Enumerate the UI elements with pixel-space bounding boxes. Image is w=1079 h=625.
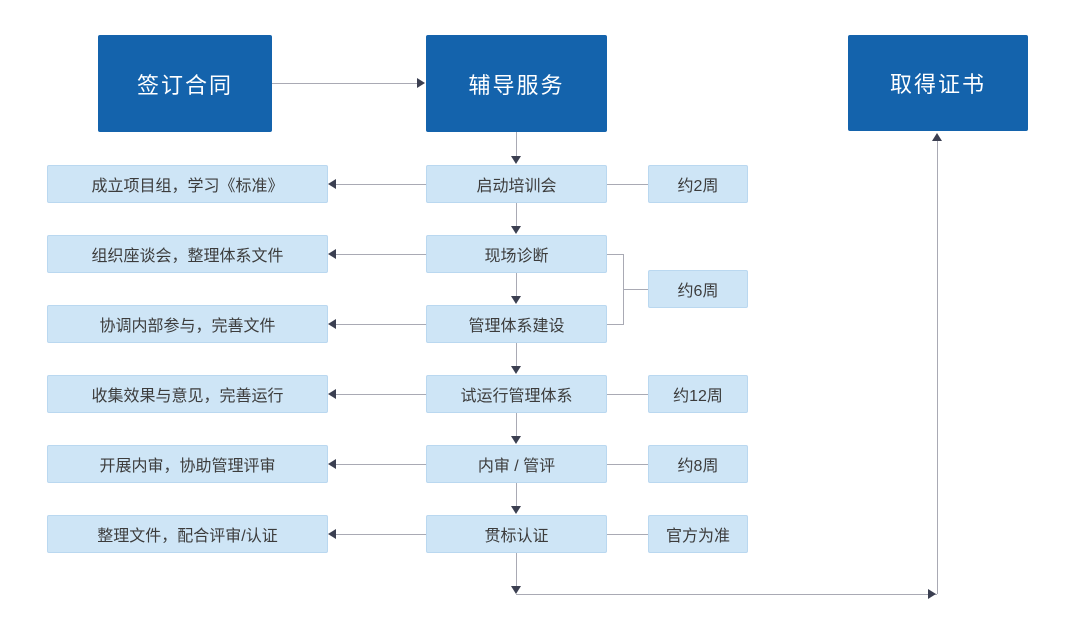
connector-step4-duration3 (607, 394, 648, 395)
arrowhead-left-icon (328, 179, 336, 189)
node-obtain-certificate: 取得证书 (848, 35, 1028, 131)
connector-step4-step5 (516, 413, 517, 437)
connector-bracket-duration2 (623, 289, 648, 290)
connector-step5-duration4 (607, 464, 648, 465)
step-box-1: 启动培训会 (426, 165, 607, 203)
connector-step2-bracket (607, 254, 623, 255)
task-box-4: 收集效果与意见，完善运行 (47, 375, 328, 413)
connector-step1-task1 (336, 184, 426, 185)
node-sign-contract: 签订合同 (98, 35, 272, 132)
arrowhead-down-icon (511, 436, 521, 444)
connector-up-to-certificate (937, 140, 938, 594)
arrowhead-down-icon (511, 156, 521, 164)
task-box-2: 组织座谈会，整理体系文件 (47, 235, 328, 273)
connector-step6-task6 (336, 534, 426, 535)
connector-step6-duration5 (607, 534, 648, 535)
task-box-6: 整理文件，配合评审/认证 (47, 515, 328, 553)
duration-box-3: 约12周 (648, 375, 748, 413)
connector-step3-bracket (607, 324, 623, 325)
arrowhead-left-icon (328, 459, 336, 469)
arrowhead-left-icon (328, 389, 336, 399)
step-box-4: 试运行管理体系 (426, 375, 607, 413)
connector-step5-step6 (516, 483, 517, 507)
connector-step4-task4 (336, 394, 426, 395)
arrowhead-down-icon (511, 586, 521, 594)
duration-box-2: 约6周 (648, 270, 748, 308)
connector-sign-to-coach (272, 83, 417, 84)
arrowhead-left-icon (328, 319, 336, 329)
arrowhead-left-icon (328, 249, 336, 259)
duration-box-4: 约8周 (648, 445, 748, 483)
step-box-3: 管理体系建设 (426, 305, 607, 343)
connector-step3-step4 (516, 343, 517, 367)
arrowhead-left-icon (328, 529, 336, 539)
arrowhead-down-icon (511, 506, 521, 514)
duration-box-5: 官方为准 (648, 515, 748, 553)
step-box-5: 内审 / 管评 (426, 445, 607, 483)
arrowhead-down-icon (511, 366, 521, 374)
arrowhead-right-icon (928, 589, 936, 599)
connector-step5-task5 (336, 464, 426, 465)
node-coaching-service: 辅导服务 (426, 35, 607, 132)
task-box-5: 开展内审，协助管理评审 (47, 445, 328, 483)
task-box-3: 协调内部参与，完善文件 (47, 305, 328, 343)
arrowhead-right-icon (417, 78, 425, 88)
step-box-2: 现场诊断 (426, 235, 607, 273)
duration-box-1: 约2周 (648, 165, 748, 203)
connector-bottom-horizontal (516, 594, 937, 595)
connector-step2-step3 (516, 273, 517, 297)
arrowhead-down-icon (511, 296, 521, 304)
arrowhead-down-icon (511, 226, 521, 234)
connector-step1-step2 (516, 203, 517, 227)
connector-coach-to-step1 (516, 132, 517, 158)
connector-step1-duration1 (607, 184, 648, 185)
connector-step6-down (516, 553, 517, 586)
connector-step2-task2 (336, 254, 426, 255)
task-box-1: 成立项目组，学习《标准》 (47, 165, 328, 203)
connector-step3-task3 (336, 324, 426, 325)
step-box-6: 贯标认证 (426, 515, 607, 553)
arrowhead-up-icon (932, 133, 942, 141)
